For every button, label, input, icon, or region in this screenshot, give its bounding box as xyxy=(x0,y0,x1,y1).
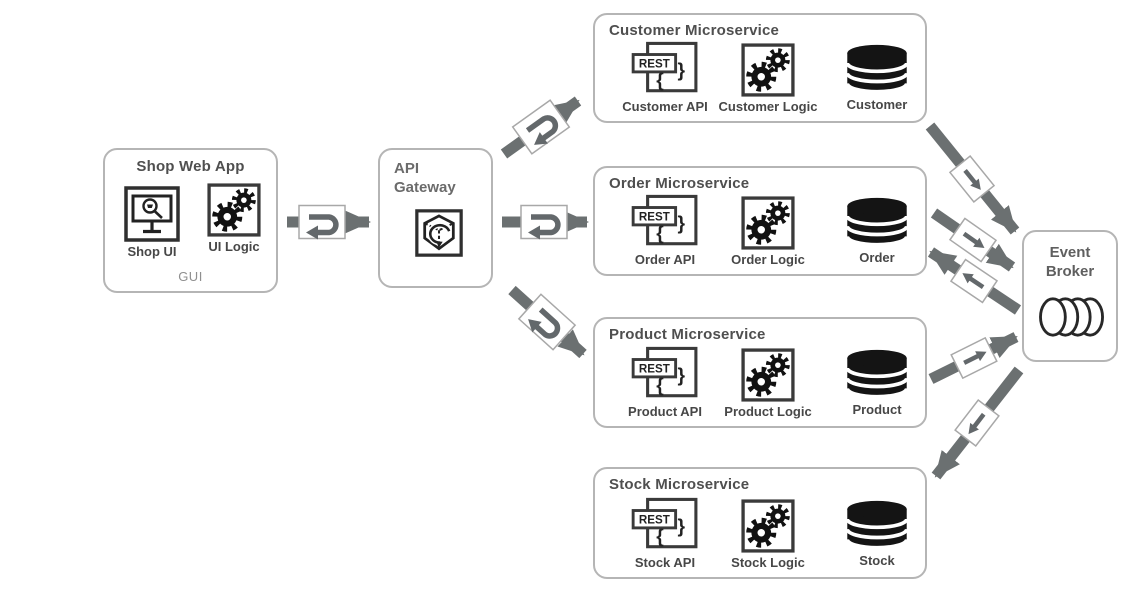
node-title: Stock Microservice xyxy=(609,476,750,493)
icon-label: Stock xyxy=(859,553,895,568)
svg-text:{: { xyxy=(656,70,664,91)
database-icon xyxy=(845,197,909,247)
event-broker-node: Event Broker xyxy=(1022,230,1118,362)
icon-label: Customer API xyxy=(622,99,708,114)
arrow-broker-to-order xyxy=(927,247,1022,315)
product-api-group: REST } { Product API xyxy=(603,346,727,419)
customer-db-group: Customer xyxy=(835,43,919,112)
node-title: Product Microservice xyxy=(609,326,766,343)
cube-routing-icon xyxy=(415,209,463,257)
svg-text:REST: REST xyxy=(639,59,670,71)
icon-label: Customer xyxy=(846,97,908,112)
node-title: Customer Microservice xyxy=(609,22,780,39)
gears-icon xyxy=(207,183,261,237)
monitor-icon xyxy=(124,186,180,242)
database-icon xyxy=(845,500,909,550)
svg-text:{: { xyxy=(656,223,664,244)
rest-api-icon: REST } { xyxy=(631,346,698,398)
sync-call-icon xyxy=(299,206,345,240)
product-db-group: Product xyxy=(835,348,919,417)
icon-label: UI Logic xyxy=(208,239,260,254)
svg-text:}: } xyxy=(678,61,686,82)
svg-text:REST: REST xyxy=(639,212,670,224)
customer-microservice-node: Customer Microservice REST } { Customer … xyxy=(593,13,927,123)
sync-call-icon xyxy=(521,206,567,240)
arrow-customer-to-broker xyxy=(925,122,1020,235)
node-title: Shop Web App xyxy=(136,158,245,175)
order-db-group: Order xyxy=(835,196,919,265)
stock-microservice-node: Stock Microservice REST } { Stock API St xyxy=(593,467,927,579)
event-queue-icon xyxy=(1039,297,1104,337)
arrow-shop-to-gateway xyxy=(287,206,371,240)
arrow-gateway-to-customer xyxy=(500,96,582,159)
order-microservice-node: Order Microservice REST } { Order API Or xyxy=(593,166,927,276)
svg-text:REST: REST xyxy=(639,364,670,376)
icon-label: Stock Logic xyxy=(731,555,805,570)
order-api-group: REST } { Order API xyxy=(603,194,727,267)
gears-icon xyxy=(741,499,795,553)
arrow-gateway-to-order xyxy=(502,206,589,240)
gears-icon xyxy=(741,348,795,402)
database-icon xyxy=(845,349,909,399)
shop-web-app-node: Shop Web App Shop UI xyxy=(103,148,278,293)
group-label: GUI xyxy=(178,269,203,284)
stock-logic-group: Stock Logic xyxy=(723,499,813,570)
node-title: Event Broker xyxy=(1045,244,1095,280)
api-gateway-node: API Gateway xyxy=(378,148,493,288)
ui-logic-group: UI Logic xyxy=(199,183,269,254)
icon-label: Product xyxy=(852,402,902,417)
svg-text:{: { xyxy=(656,526,664,547)
icon-label: Customer Logic xyxy=(718,99,818,114)
svg-text:{: { xyxy=(656,375,664,396)
shop-ui-group: Shop UI xyxy=(115,186,189,259)
product-logic-group: Product Logic xyxy=(723,348,813,419)
customer-api-group: REST } { Customer API xyxy=(603,41,727,114)
node-title: Order Microservice xyxy=(609,175,750,192)
icon-label: Order API xyxy=(634,252,696,267)
stock-db-group: Stock xyxy=(835,499,919,568)
node-title: API Gateway xyxy=(394,160,456,196)
stock-api-group: REST } { Stock API xyxy=(603,497,727,570)
icon-label: Order Logic xyxy=(731,252,805,267)
gears-icon xyxy=(741,196,795,250)
svg-text:}: } xyxy=(678,214,686,235)
svg-text:}: } xyxy=(678,517,686,538)
gears-icon xyxy=(741,43,795,97)
arrow-broker-to-stock xyxy=(931,366,1024,480)
svg-text:}: } xyxy=(678,366,686,387)
rest-api-icon: REST } { xyxy=(631,194,698,246)
icon-label: Order xyxy=(859,250,895,265)
arrow-order-to-broker xyxy=(930,208,1016,272)
arrow-product-to-broker xyxy=(928,332,1019,384)
order-logic-group: Order Logic xyxy=(723,196,813,267)
rest-api-icon: REST } { xyxy=(631,41,698,93)
arrow-gateway-to-product xyxy=(508,285,587,359)
product-microservice-node: Product Microservice REST } { Product AP… xyxy=(593,317,927,428)
database-icon xyxy=(845,44,909,94)
customer-logic-group: Customer Logic xyxy=(719,43,817,114)
icon-label: Product API xyxy=(628,404,702,419)
icon-label: Shop UI xyxy=(127,244,177,259)
svg-text:REST: REST xyxy=(639,515,670,527)
icon-label: Product Logic xyxy=(724,404,812,419)
rest-api-icon: REST } { xyxy=(631,497,698,549)
icon-label: Stock API xyxy=(634,555,696,570)
